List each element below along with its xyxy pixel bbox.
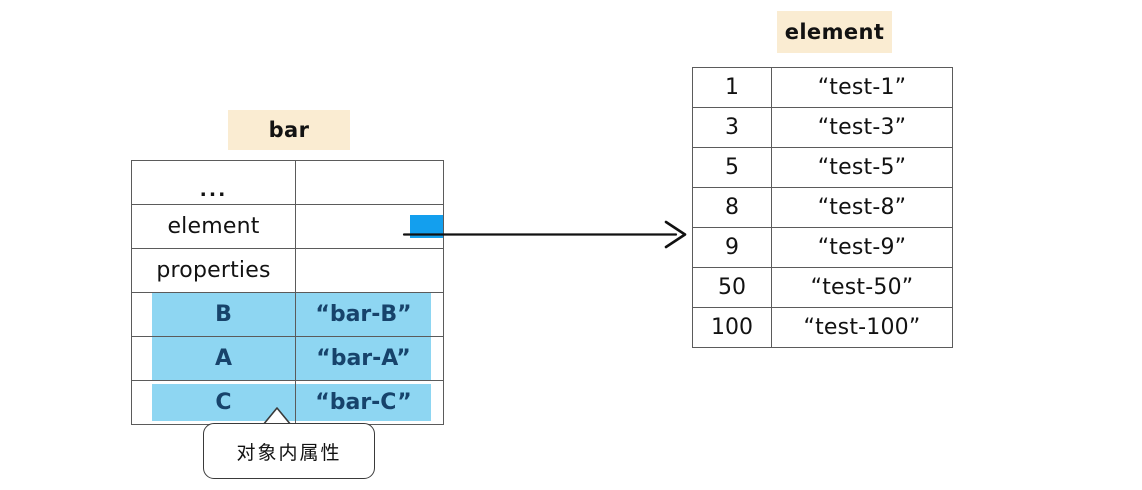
bar-row-element-value [295,204,444,249]
bar-row-a-key: A [131,336,296,381]
element-row-2-value-text: “test-5” [817,155,907,180]
bar-row-dots-value-text [297,162,443,204]
bar-row-dots-value [295,160,444,205]
element-table-title: element [777,11,892,53]
table-row: B “bar-B” [131,292,444,337]
bar-row-b-key-text: B [152,293,295,336]
table-row: 9 “test-9” [692,227,953,268]
bar-table: ... element properties [131,160,444,425]
element-row-3-index-text: 8 [725,195,739,220]
element-row-5-value: “test-50” [771,267,953,308]
table-row: 8 “test-8” [692,187,953,228]
ellipsis-icon: ... [199,179,228,201]
bar-row-element-value-inner [297,206,443,248]
bar-row-element-key-text: element [167,214,260,239]
table-row: 50 “test-50” [692,267,953,308]
element-row-1-index: 3 [692,107,772,148]
table-row: properties [131,248,444,293]
element-row-1-value: “test-3” [771,107,953,148]
element-row-3-value: “test-8” [771,187,953,228]
element-row-6-index-text: 100 [711,315,753,340]
table-row: 3 “test-3” [692,107,953,148]
element-row-1-index-text: 3 [725,115,739,140]
element-row-0-index: 1 [692,67,772,108]
element-table: 1 “test-1” 3 “test-3” 5 “test-5” [692,67,953,348]
bar-row-dots-key: ... [131,160,296,205]
element-row-0-value: “test-1” [771,67,953,108]
table-row: ... [131,160,444,205]
bar-row-b-value: “bar-B” [295,292,444,337]
element-row-2-value: “test-5” [771,147,953,188]
element-row-3-value-text: “test-8” [817,195,907,220]
bar-row-a-value-text: “bar-A” [296,337,431,380]
element-row-0-index-text: 1 [725,75,739,100]
bar-table-title: bar [228,110,350,150]
bar-row-a-value: “bar-A” [295,336,444,381]
element-row-2-index-text: 5 [725,155,739,180]
table-row: 100 “test-100” [692,307,953,348]
bar-row-b-key: B [131,292,296,337]
element-row-4-value-text: “test-9” [817,235,907,260]
bar-row-element-key: element [131,204,296,249]
bar-row-c-value-text: “bar-C” [296,384,431,421]
bar-row-c-value: “bar-C” [295,380,444,425]
element-row-4-index-text: 9 [725,235,739,260]
element-row-5-index-text: 50 [718,275,746,300]
table-row: element [131,204,444,249]
element-row-5-value-text: “test-50” [810,275,914,300]
bar-row-properties-key-text: properties [156,258,271,283]
element-row-2-index: 5 [692,147,772,188]
element-row-4-index: 9 [692,227,772,268]
callout-box: 对象内属性 [203,423,375,479]
table-row: A “bar-A” [131,336,444,381]
element-row-6-index: 100 [692,307,772,348]
bar-row-b-value-text: “bar-B” [296,293,431,336]
element-row-3-index: 8 [692,187,772,228]
bar-row-a-key-text: A [152,337,295,380]
connector-arrow [402,220,687,249]
bar-row-properties-value [295,248,444,293]
element-row-0-value-text: “test-1” [817,75,907,100]
table-row: 5 “test-5” [692,147,953,188]
element-row-1-value-text: “test-3” [817,115,907,140]
reference-pointer-swatch [410,215,443,238]
element-row-5-index: 50 [692,267,772,308]
callout-tail [262,407,292,426]
element-row-6-value: “test-100” [771,307,953,348]
callout-label: 对象内属性 [236,441,342,464]
table-row: 1 “test-1” [692,67,953,108]
bar-row-properties-key: properties [131,248,296,293]
element-row-4-value: “test-9” [771,227,953,268]
element-row-6-value-text: “test-100” [803,315,921,340]
